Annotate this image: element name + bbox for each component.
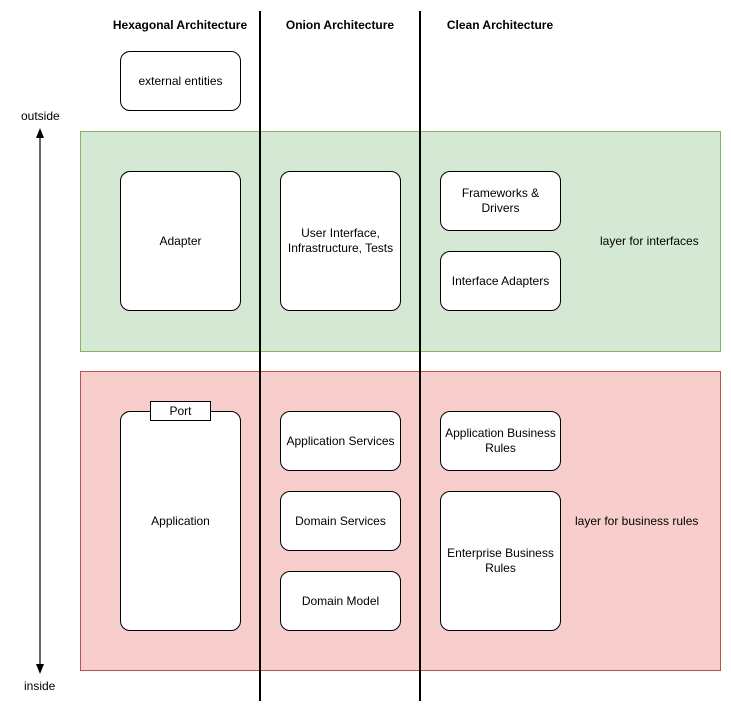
title-clean: Clean Architecture [446, 18, 554, 32]
interface-adapters-box: Interface Adapters [440, 251, 561, 311]
external-entities-box: external entities [120, 51, 241, 111]
outside-inside-arrow [36, 128, 44, 674]
inside-label: inside [24, 679, 56, 693]
domain-model-box: Domain Model [280, 571, 401, 631]
application-business-rules-box: Application Business Rules [440, 411, 561, 471]
user-interface-infrastructure-tests-box: User Interface, Infrastructure, Tests [280, 171, 401, 311]
domain-services-box: Domain Services [280, 491, 401, 551]
frameworks-drivers-box: Frameworks & Drivers [440, 171, 561, 231]
business-layer-label: layer for business rules [575, 514, 699, 528]
application-box: Application [120, 411, 241, 631]
interface-layer-label: layer for interfaces [600, 234, 699, 248]
title-hexagonal: Hexagonal Architecture [112, 18, 248, 32]
outside-label: outside [21, 109, 60, 123]
separator-onion-clean [419, 11, 421, 701]
port-box: Port [150, 401, 211, 421]
title-onion: Onion Architecture [285, 18, 395, 32]
enterprise-business-rules-box: Enterprise Business Rules [440, 491, 561, 631]
separator-hexagonal-onion [259, 11, 261, 701]
application-services-box: Application Services [280, 411, 401, 471]
adapter-box: Adapter [120, 171, 241, 311]
